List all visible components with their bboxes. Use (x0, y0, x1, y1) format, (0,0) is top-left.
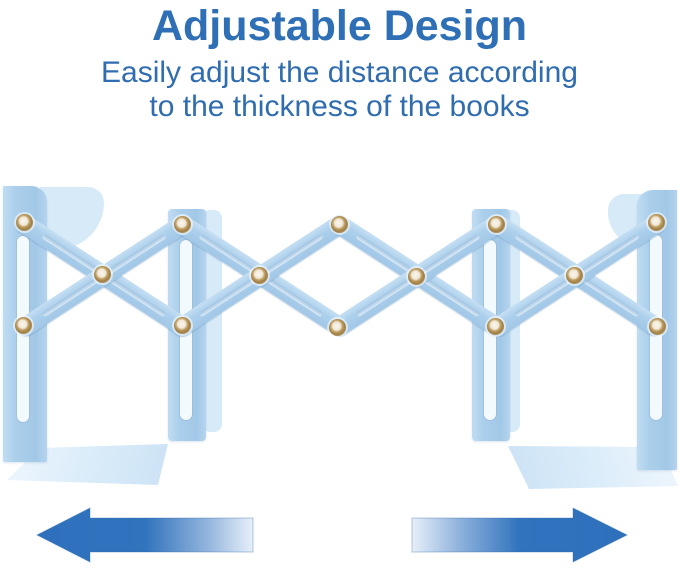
pivot-rivet (15, 317, 32, 334)
pivot-rivet (174, 216, 191, 233)
pivot-rivet (331, 216, 348, 233)
pivot-rivet (487, 318, 504, 335)
page-title: Adjustable Design (151, 2, 528, 50)
expand-right-arrow-icon (411, 507, 629, 563)
pivot-rivet (174, 317, 191, 334)
header: Adjustable Design Easily adjust the dist… (0, 0, 679, 124)
pivot-rivet (488, 216, 505, 233)
pivot-rivet (16, 214, 33, 231)
expand-left-arrow-icon (35, 507, 254, 563)
pivot-rivet (648, 214, 665, 231)
pivot-rivet (408, 268, 425, 285)
pivot-rivet (329, 319, 346, 336)
inner-left-side-face (202, 210, 222, 432)
pivot-rivet (566, 267, 583, 284)
subtitle-line-1: Easily adjust the distance according (101, 56, 578, 89)
pivot-rivet (94, 266, 111, 283)
subtitle: Easily adjust the distance according to … (0, 56, 679, 124)
pivot-rivet (251, 267, 268, 284)
pivot-rivet (649, 318, 666, 335)
subtitle-line-2: to the thickness of the books (149, 90, 530, 123)
